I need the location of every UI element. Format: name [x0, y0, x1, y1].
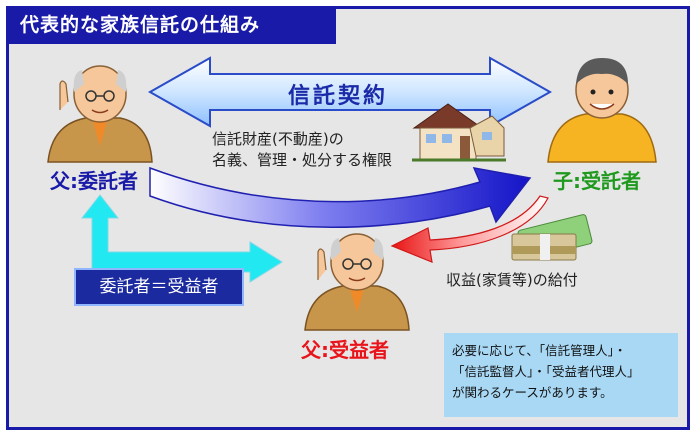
- income-text: 収益(家賃等)の給付: [446, 271, 578, 289]
- settlor-beneficiary-arrow: [80, 194, 283, 283]
- settlor-equals-beneficiary-box: 委託者＝受益者: [74, 268, 244, 306]
- note-line-1: 必要に応じて、「信託管理人」・: [452, 343, 627, 358]
- contract-label: 信託契約: [288, 84, 389, 109]
- note-line-3: が関わるケースがあります。: [452, 385, 613, 400]
- note-box: 必要に応じて、「信託管理人」・ 「信託監督人」・「受益者代理人」 が関わるケース…: [444, 333, 678, 417]
- transfer-arrow: [149, 166, 532, 228]
- trustee-label: 子:受託者: [553, 169, 641, 193]
- transfer-text-line-2: 名義、管理・処分する権限: [212, 151, 393, 169]
- transfer-text-line-1: 信託財産(不動産)の: [212, 130, 344, 148]
- settlor-label: 父:委託者: [50, 169, 138, 193]
- beneficiary-label: 父:受益者: [301, 338, 389, 362]
- child-trustee-figure: [547, 58, 657, 163]
- father-beneficiary-figure: [304, 233, 410, 331]
- house-icon: [412, 103, 506, 162]
- diagram-title: 代表的な家族信託の仕組み: [6, 6, 336, 44]
- income-arrow: [390, 195, 549, 263]
- money-icon: [511, 214, 593, 261]
- note-line-2: 「信託監督人」・「受益者代理人」: [452, 364, 640, 379]
- father-settlor-figure: [47, 65, 153, 163]
